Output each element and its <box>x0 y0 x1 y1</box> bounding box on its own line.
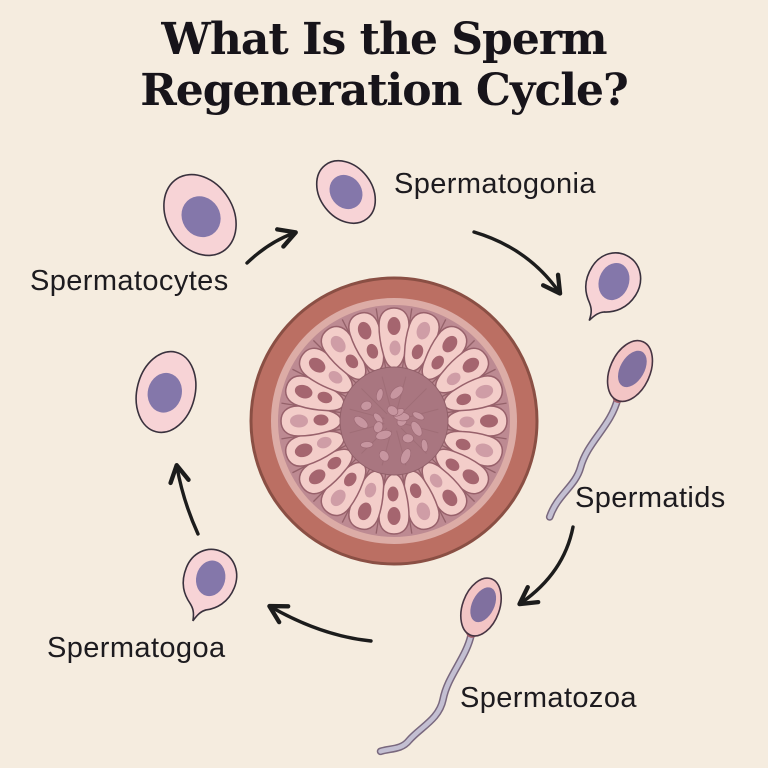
spermatozoon-cell-nucleus <box>470 587 497 623</box>
label-spermatocytes: Spermatocytes <box>30 265 229 297</box>
spermatid-sperm-cell-tail <box>547 396 621 520</box>
tubule-germ-cell-ring <box>280 307 508 535</box>
spermatogonia-cell <box>315 159 377 225</box>
spermatogonia-cell-nucleus <box>329 174 363 210</box>
arrow-spermatocytes-to-spermatogonia <box>245 227 298 265</box>
spermatogoa-cell <box>182 548 238 622</box>
spermatocyte-cell <box>163 173 237 257</box>
spermatid-sperm-cell <box>545 339 654 521</box>
arrow-spermatids-to-spermatozoa <box>517 525 575 607</box>
spermatogoa-cell-nucleus <box>195 560 226 597</box>
spermatid-sperm-cell-nucleus <box>617 350 647 388</box>
left-round-germ-cell <box>135 350 197 434</box>
spermatozoon-cell <box>376 577 502 756</box>
early-spermatid-cell <box>584 252 642 322</box>
spermatocyte-cell-nucleus <box>181 196 221 238</box>
page-title: What Is the Sperm Regeneration Cycle? <box>0 14 768 116</box>
seminiferous-tubule-cross-section <box>249 276 539 566</box>
arrow-spermatogonia-to-spermatids <box>472 230 563 296</box>
arrow-spermatozoa-to-spermatogoa <box>267 603 373 643</box>
label-spermatogoa: Spermatogoa <box>47 632 226 664</box>
page-title-line2: Regeneration Cycle? <box>140 65 629 117</box>
label-spermatids: Spermatids <box>575 482 726 514</box>
label-spermatogonia: Spermatogonia <box>394 168 596 200</box>
lumen-cell-blobs <box>353 385 429 465</box>
page-title-line1: What Is the Sperm <box>161 14 607 65</box>
arrow-spermatogoa-to-spermatocytes <box>168 463 200 536</box>
left-round-germ-cell-nucleus <box>147 372 182 413</box>
label-spermatozoa: Spermatozoa <box>460 682 637 714</box>
early-spermatid-cell-nucleus <box>598 262 630 301</box>
spermatozoon-cell-tail-outline <box>376 629 476 756</box>
spermatozoon-cell-tail <box>378 631 474 754</box>
